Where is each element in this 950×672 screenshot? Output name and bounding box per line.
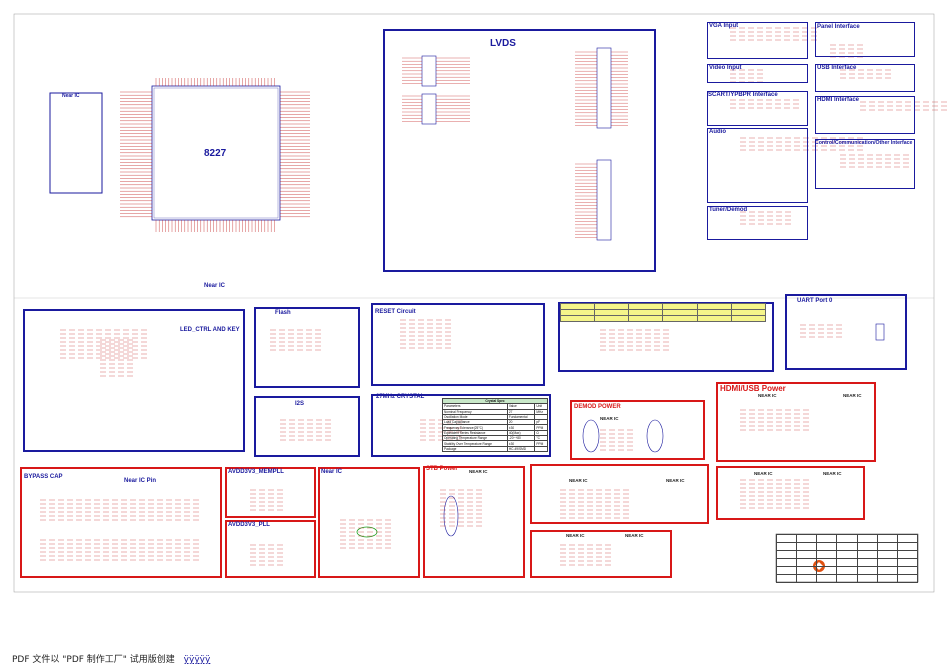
lvds-connectors <box>421 47 612 241</box>
scart-title: SCART/YPBPR Interface <box>708 92 778 98</box>
flash-title: Flash <box>275 310 291 316</box>
demod-power-title: DEMOD POWER <box>574 404 621 410</box>
near-ic-caps-2: NEAR IC <box>666 478 685 483</box>
control-block <box>815 139 915 189</box>
bypass-cap-title: BYPASS CAP <box>24 474 63 480</box>
crystal-spec-cell <box>534 445 548 452</box>
near-ic-label-left: Near IC <box>62 93 80 99</box>
lvds-wires <box>402 51 628 238</box>
control-title: Control/Communication/Other Interface <box>815 140 913 146</box>
flash-block <box>254 307 360 388</box>
uart-title: UART Port 0 <box>797 298 833 304</box>
hdmi-usb-power-block <box>716 382 876 462</box>
power-caps-block-1 <box>530 464 709 524</box>
passive-components <box>40 27 947 566</box>
chip-name: 8227 <box>204 148 227 159</box>
ferrite-symbols <box>443 419 664 537</box>
video-block <box>707 64 808 83</box>
power-caps-block-2 <box>716 466 865 520</box>
bypass-cap-block <box>20 467 222 578</box>
near-ic-caps-5: NEAR IC <box>566 533 585 538</box>
lvds-block <box>383 29 656 272</box>
reset-block <box>371 303 545 386</box>
near-ic-caps-6: NEAR IC <box>625 533 644 538</box>
audio-title: Audio <box>709 129 726 135</box>
near-ic-caps-4: NEAR IC <box>823 471 842 476</box>
near-ic-title: Near IC <box>321 469 343 475</box>
stb-power-block <box>423 466 525 578</box>
led-ctrl-title: LED_CTRL AND KEY <box>180 327 240 333</box>
vga-title: VGA Input <box>709 23 739 29</box>
sheet-border <box>13 13 935 593</box>
i2s-block <box>254 396 360 457</box>
stb-near-ic: NEAR IC <box>469 469 488 474</box>
crystal-title: 27MHz CRYSTAL <box>376 394 425 400</box>
near-ic-label-chip: Near IC <box>204 283 226 289</box>
uart-block <box>785 294 907 370</box>
vga-block <box>707 22 808 59</box>
near-ic-block <box>318 467 420 578</box>
strap-table <box>559 303 767 322</box>
usb-block <box>815 64 915 92</box>
hdmi-near-ic-1: NEAR IC <box>758 393 777 398</box>
footer-text: PDF 文件以 "PDF 制作工厂" 试用版创建 <box>12 655 175 665</box>
bypass-near-ic-pin: Near IC Pin <box>124 478 157 484</box>
scart-block <box>707 91 808 126</box>
crystal-block <box>371 394 551 457</box>
pdf-footer: PDF 文件以 "PDF 制作工厂" 试用版创建 ÿÿÿÿÿ <box>12 652 210 665</box>
lvds-title: LVDS <box>490 38 516 49</box>
chip-pins <box>120 78 310 232</box>
audio-block <box>707 128 808 203</box>
panel-block <box>815 22 915 57</box>
crystal-spec-cell: HC-49/SMD <box>506 445 536 452</box>
tuner-title: Tuner/Demod <box>709 207 748 213</box>
power-caps-block-3 <box>530 530 672 578</box>
hdmi-near-ic-2: NEAR IC <box>843 393 862 398</box>
tuner-block <box>707 206 808 240</box>
video-title: Video Input <box>709 65 742 71</box>
stb-power-title: STB Power <box>426 466 458 472</box>
usb-title: USB Interface <box>817 65 857 71</box>
hdmi-usb-power-title: HDMI/USB Power <box>720 384 786 393</box>
avdd-pll-title: AVDD3V3_PLL <box>228 522 270 528</box>
avdd-pll-block <box>225 520 316 578</box>
demod-power-block <box>570 400 705 460</box>
footer-link[interactable]: ÿÿÿÿÿ <box>183 655 211 665</box>
crystal-spec-table: Crystal Spec Parameters Value Unit Nomin… <box>442 397 548 452</box>
panel-title: Panel Interface <box>817 24 860 30</box>
i2s-title: I2S <box>295 401 305 407</box>
led-ctrl-block <box>23 309 245 452</box>
near-ic-caps-1: NEAR IC <box>569 478 588 483</box>
crystal-spec-cell: Package <box>442 445 508 452</box>
near-ic-caps-3: NEAR IC <box>754 471 773 476</box>
demod-near-ic: NEAR IC <box>600 416 619 421</box>
hdmi-interface-title: HDMI Interface <box>817 97 860 103</box>
hdmi-interface-block <box>815 96 915 134</box>
avdd-mempll-title: AVDD3V3_MEMPLL <box>228 469 284 475</box>
reset-title: RESET Circuit <box>375 309 416 315</box>
title-block <box>775 534 919 583</box>
avdd-mempll-block <box>225 467 316 518</box>
